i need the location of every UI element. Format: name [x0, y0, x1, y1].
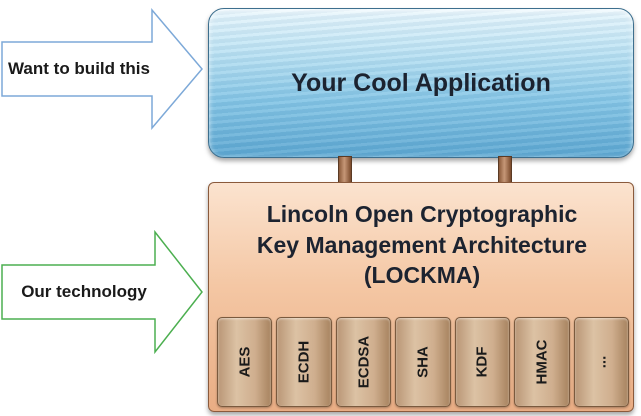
- our-technology-label: Our technology: [21, 282, 147, 302]
- module-aes: AES: [217, 317, 273, 407]
- module-more: ...: [573, 317, 629, 407]
- lockma-title: Lincoln Open Cryptographic Key Managemen…: [209, 199, 635, 291]
- connector-right: [498, 156, 512, 184]
- module-ecdh: ECDH: [276, 317, 332, 407]
- right-arrow-icon: [1, 8, 203, 130]
- application-title: Your Cool Application: [291, 68, 551, 97]
- module-label: AES: [236, 346, 254, 378]
- application-box: Your Cool Application: [208, 8, 634, 158]
- module-label: KDF: [473, 346, 491, 378]
- module-label: HMAC: [533, 339, 551, 385]
- lockma-title-line: Lincoln Open Cryptographic: [266, 201, 578, 227]
- want-to-build-arrow: Want to build this: [0, 8, 205, 130]
- module-label: ECDH: [295, 340, 313, 384]
- module-label: SHA: [414, 346, 432, 378]
- module-sha: SHA: [395, 317, 451, 407]
- module-kdf: KDF: [454, 317, 511, 407]
- module-ecdsa: ECDSA: [335, 317, 392, 407]
- module-label: ...: [592, 355, 610, 369]
- module-label: ECDSA: [355, 335, 373, 389]
- our-technology-arrow: Our technology: [0, 230, 205, 354]
- lockma-box: Lincoln Open Cryptographic Key Managemen…: [208, 182, 634, 412]
- right-arrow-icon: [1, 230, 203, 354]
- crypto-modules: AES ECDH ECDSA SHA KDF HMAC ...: [217, 317, 629, 407]
- connector-left: [338, 156, 352, 184]
- lockma-title-line: (LOCKMA): [363, 262, 481, 289]
- module-hmac: HMAC: [514, 317, 570, 407]
- lockma-title-line: Key Management Architecture: [256, 231, 588, 258]
- want-to-build-label: Want to build this: [8, 59, 150, 79]
